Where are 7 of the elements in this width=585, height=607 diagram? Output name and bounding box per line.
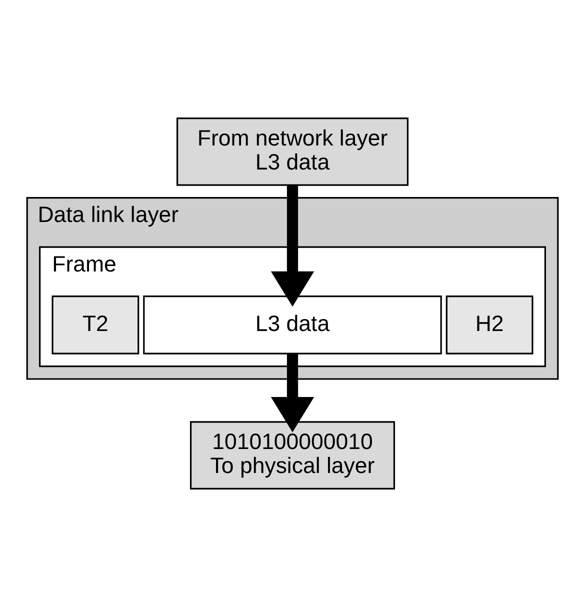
node-box: H2 [446,296,534,354]
arrow [270,185,314,307]
node-box: L3 data [143,296,442,354]
node-box: 1010100000010 To physical layer [190,421,395,490]
node-box: T2 [52,296,140,354]
arrow [270,354,314,432]
node-box: From network layer L3 data [176,118,409,186]
